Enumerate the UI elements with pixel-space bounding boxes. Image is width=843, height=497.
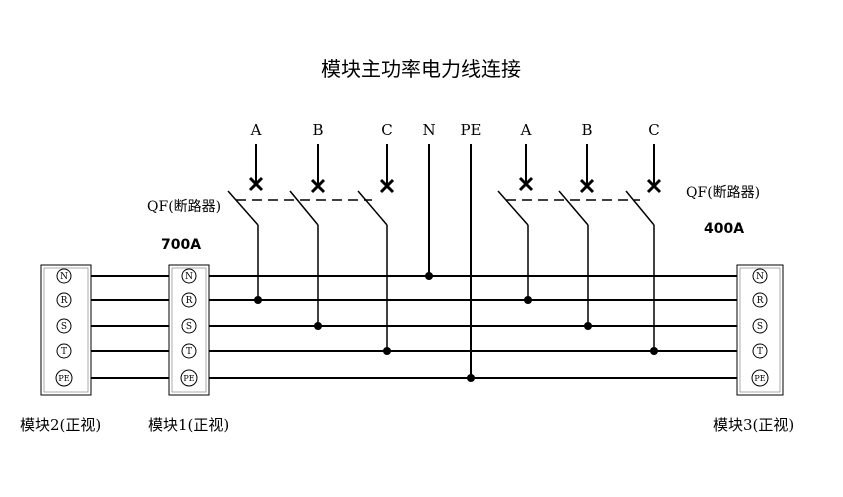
module1-terminal-t: T <box>181 343 197 359</box>
svg-text:S: S <box>61 322 67 332</box>
neutral-label: N <box>422 121 435 139</box>
svg-text:N: N <box>185 272 193 282</box>
phase-label-c-right: C <box>648 121 659 139</box>
module3-terminal-t: T <box>752 343 768 359</box>
svg-text:PE: PE <box>58 374 69 383</box>
module1-label: 模块1(正视) <box>148 416 229 434</box>
junction-dots <box>254 272 658 382</box>
phase-label-a-right: A <box>520 121 532 139</box>
breaker-label-right: QF(断路器) <box>686 185 760 201</box>
breaker-output-lines <box>257 225 655 351</box>
module3-terminal-pe: PE <box>751 369 769 387</box>
diagram-title: 模块主功率电力线连接 <box>321 57 521 81</box>
svg-text:T: T <box>61 347 67 357</box>
module2-terminal-n: N <box>56 268 72 284</box>
module3-label: 模块3(正视) <box>713 416 794 434</box>
svg-text:N: N <box>60 272 68 282</box>
module2-terminal-r: R <box>56 292 72 308</box>
phase-label-b-left: B <box>312 121 323 139</box>
current-rating-left: 700A <box>161 237 201 253</box>
phase-label-b-right: B <box>581 121 592 139</box>
breaker-x-icon-a-left <box>248 176 264 192</box>
module1-terminal-n: N <box>181 268 197 284</box>
module1-terminal-s: S <box>181 318 197 334</box>
svg-text:PE: PE <box>754 374 765 383</box>
breaker-x-icon-a-right <box>518 176 534 192</box>
module1-terminal-pe: PE <box>180 369 198 387</box>
svg-text:R: R <box>61 296 68 306</box>
module2-terminal-t: T <box>56 343 72 359</box>
breaker-x-icon-b-left <box>310 178 326 194</box>
module1-terminal-r: R <box>181 292 197 308</box>
phase-label-a-left: A <box>250 121 262 139</box>
module2-terminal-pe: PE <box>55 369 73 387</box>
breaker-switches <box>227 190 655 226</box>
pe-label: PE <box>460 121 481 139</box>
svg-text:R: R <box>757 296 764 306</box>
breaker-x-icon-c-left <box>379 178 395 194</box>
svg-text:T: T <box>757 347 763 357</box>
svg-text:N: N <box>756 272 764 282</box>
current-rating-right: 400A <box>704 221 744 237</box>
breaker-x-icon-c-right <box>646 178 662 194</box>
svg-text:R: R <box>186 296 193 306</box>
module3-terminal-s: S <box>752 318 768 334</box>
svg-text:S: S <box>186 322 192 332</box>
module3-terminal-r: R <box>752 292 768 308</box>
phase-label-c-left: C <box>381 121 392 139</box>
module3-terminal-n: N <box>752 268 768 284</box>
breaker-x-marks <box>248 176 662 194</box>
breaker-x-icon-b-right <box>579 178 595 194</box>
svg-text:T: T <box>186 347 192 357</box>
busbars <box>199 275 748 379</box>
module2-terminal-s: S <box>56 318 72 334</box>
module2-label: 模块2(正视) <box>20 416 101 434</box>
left-supply-lines <box>255 144 655 378</box>
svg-text:S: S <box>757 322 763 332</box>
svg-text:PE: PE <box>183 374 194 383</box>
breaker-label-left: QF(断路器) <box>147 199 221 215</box>
